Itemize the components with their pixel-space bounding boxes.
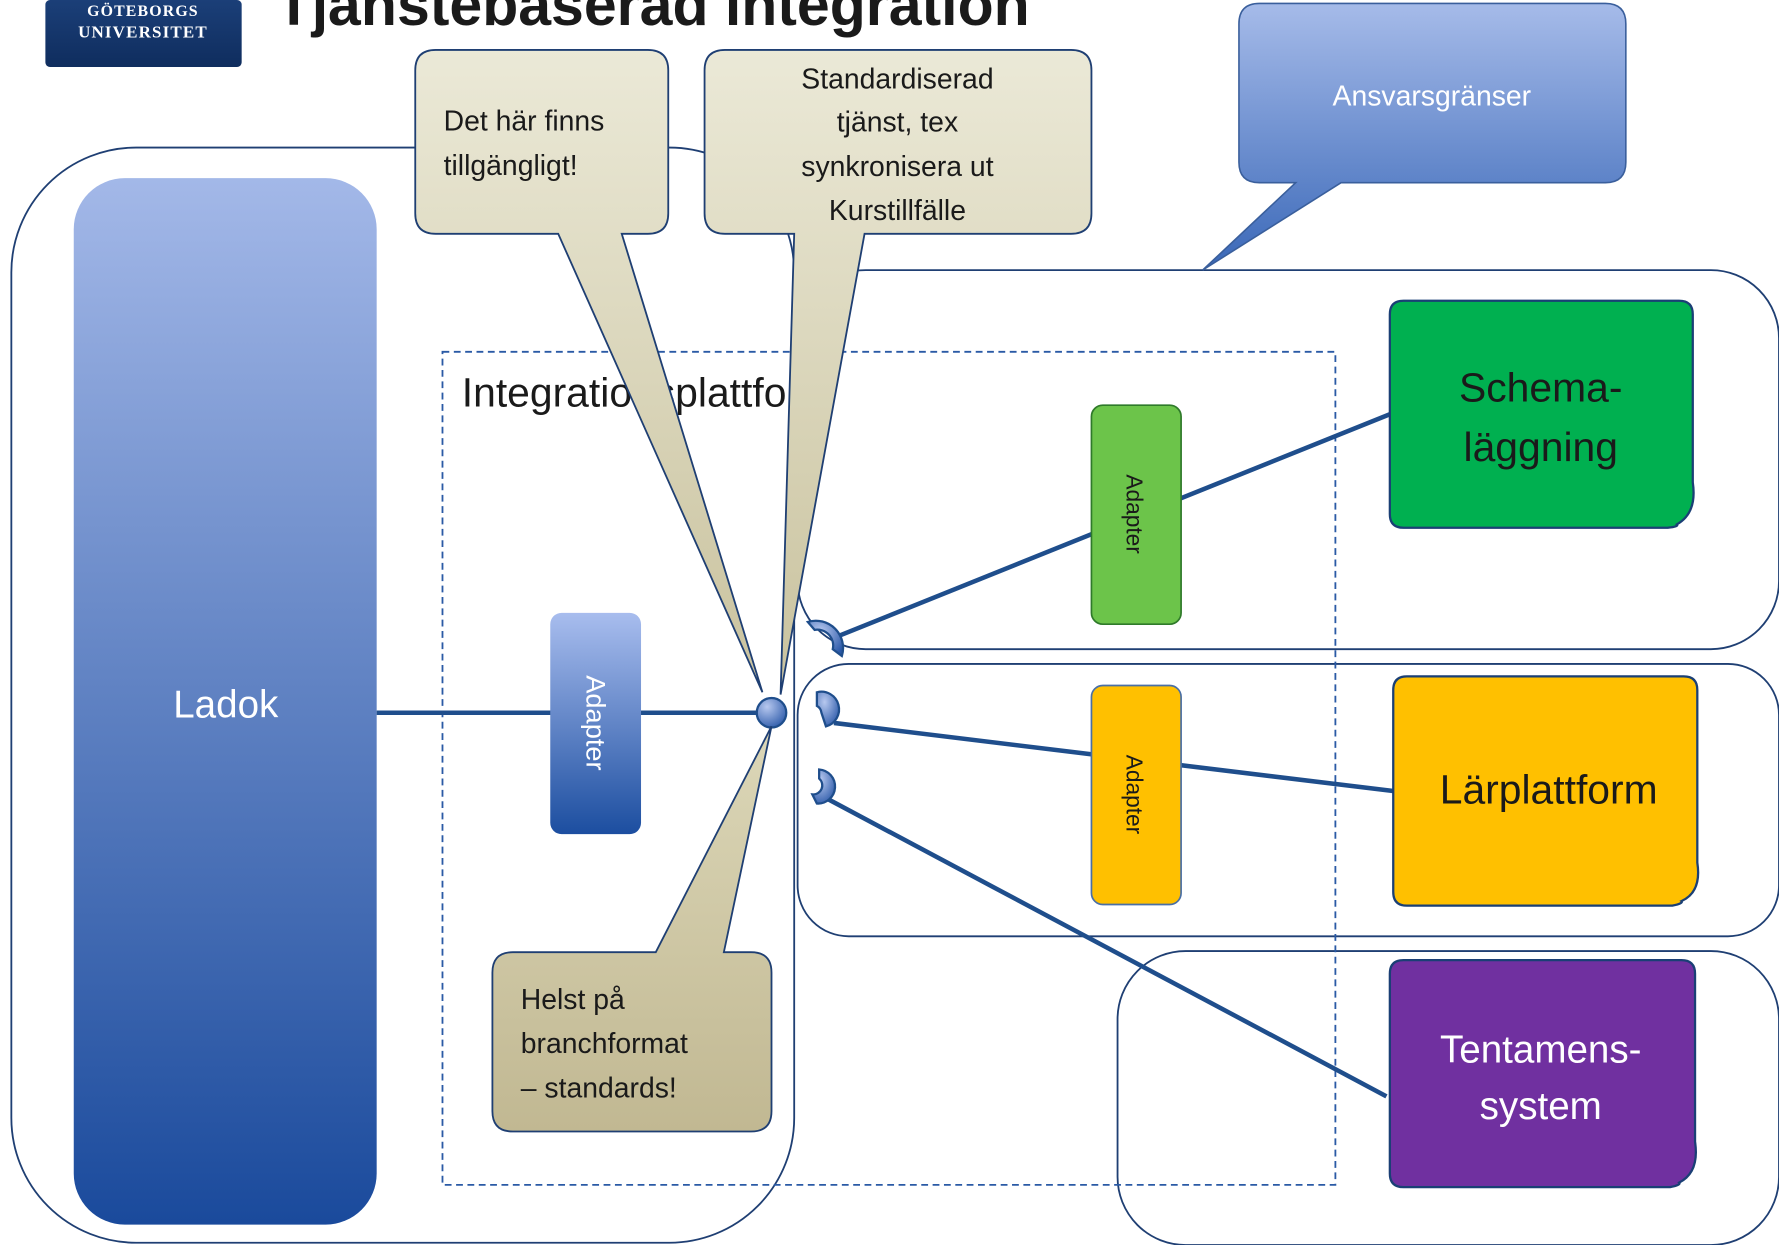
service-node: [755, 696, 788, 729]
callout-standard: Standardiserad tjänst, tex synkronisera …: [703, 49, 1093, 695]
integration-platform-box: [441, 350, 1337, 1186]
university-logo: GÖTEBORGS UNIVERSITET: [45, 0, 242, 67]
callout-standard-line3: synkronisera ut: [801, 151, 993, 183]
callout-finns: Det här finns tillgängligt!: [414, 49, 764, 693]
logo-line1: GÖTEBORGS: [87, 2, 199, 20]
schema-socket: [805, 619, 845, 658]
tentamen-connector: [818, 792, 1388, 1099]
ladok-adapter-label: Adapter: [581, 675, 612, 770]
schema-label-line1: Schema-: [1459, 365, 1622, 411]
callout-helst: Helst på branchformat – standards!: [491, 725, 773, 1133]
larplattform-label: Lärplattform: [1440, 767, 1658, 813]
sockets: [805, 619, 845, 805]
ladok-adapter: Adapter: [550, 612, 642, 835]
callout-standard-line4: Kurstillfälle: [829, 195, 966, 227]
larplattform-system: Lärplattform: [1392, 675, 1700, 907]
callout-standard-line1: Standardiserad: [801, 64, 993, 96]
boundary-tentamen: [1116, 950, 1779, 1245]
callout-ansvar: Ansvarsgränser: [1202, 2, 1627, 271]
callout-helst-line1: Helst på: [521, 984, 625, 1016]
tentamen-label-line2: system: [1480, 1085, 1602, 1128]
larplattform-adapter: Adapter: [1090, 684, 1182, 906]
schema-adapter: Adapter: [1090, 404, 1182, 626]
schema-adapter-label: Adapter: [1122, 474, 1148, 554]
schema-label-line2: läggning: [1464, 424, 1618, 470]
page-title: Tjänstebaserad integration: [276, 0, 1030, 38]
larplattform-socket: [815, 690, 841, 728]
ladok-system: Ladok: [73, 178, 377, 1225]
boundary-larplattform: [796, 663, 1779, 938]
callout-standard-line2: tjänst, tex: [837, 107, 958, 139]
larplattform-adapter-label: Adapter: [1122, 755, 1148, 835]
callout-ansvar-label: Ansvarsgränser: [1333, 81, 1532, 113]
callout-helst-line2: branchformat: [521, 1028, 688, 1060]
callout-finns-line2: tillgängligt!: [444, 150, 578, 182]
tentamen-socket: [810, 768, 837, 805]
callout-helst-line3: – standards!: [521, 1072, 677, 1104]
tentamen-label-line1: Tentamens-: [1440, 1028, 1642, 1071]
logo-line2: UNIVERSITET: [78, 22, 208, 41]
tentamen-system: Tentamens- system: [1388, 959, 1697, 1189]
callout-finns-line1: Det här finns: [444, 106, 605, 138]
ladok-label: Ladok: [173, 683, 279, 726]
schema-system: Schema- läggning: [1388, 299, 1695, 529]
boundary-ladok: [10, 146, 796, 1244]
